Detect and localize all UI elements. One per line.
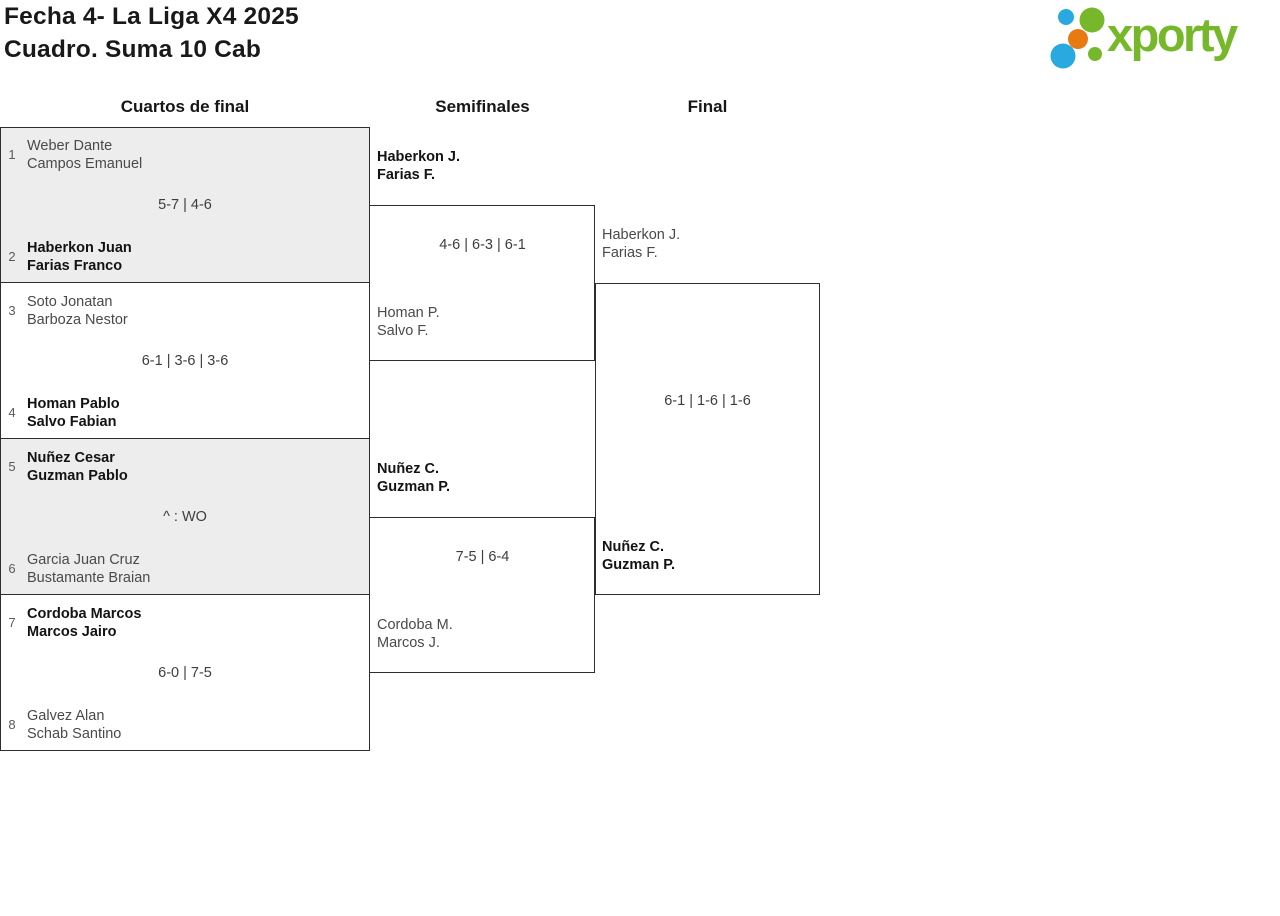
match-box-qf1[interactable]: [0, 127, 370, 283]
team-name: Cordoba M. Marcos J.: [377, 617, 453, 651]
xporty-logo[interactable]: xporty: [1045, 2, 1277, 74]
team-name: Galvez Alan Schab Santino: [27, 708, 122, 742]
team-name: Nuñez C. Guzman P.: [377, 461, 451, 495]
team-name: Soto Jonatan Barboza Nestor: [27, 294, 128, 328]
match-score: ^ : WO: [163, 509, 207, 525]
match-box-qf3[interactable]: [0, 439, 370, 595]
seed-number: 1: [8, 147, 16, 162]
team-name: Haberkon J. Farias F.: [602, 227, 681, 261]
dot-cluster-icon: [1050, 7, 1105, 69]
team-name: Cordoba Marcos Marcos Jairo: [27, 606, 142, 640]
match-score: 5-7 | 4-6: [158, 197, 212, 213]
team-name: Garcia Juan Cruz Bustamante Braian: [27, 552, 151, 586]
team-name: Haberkon Juan Farias Franco: [27, 240, 132, 274]
seed-number: 4: [8, 405, 16, 420]
seed-number: 2: [8, 249, 16, 264]
match-score: 6-1 | 1-6 | 1-6: [664, 393, 751, 409]
team-name: Weber Dante Campos Emanuel: [27, 138, 143, 172]
match-box-sf1[interactable]: [370, 205, 595, 361]
match-score: 4-6 | 6-3 | 6-1: [439, 237, 526, 253]
team-name: Nuñez Cesar Guzman Pablo: [27, 450, 128, 484]
seed-number: 6: [8, 561, 16, 576]
round-header-final: Final: [687, 97, 728, 116]
match-box-sf2[interactable]: [370, 517, 595, 673]
match-box-qf2[interactable]: [0, 283, 370, 439]
match-box-qf4[interactable]: [0, 595, 370, 751]
team-name: Nuñez C. Guzman P.: [602, 539, 676, 573]
logo-wordmark: xporty: [1107, 8, 1238, 61]
seed-number: 7: [8, 615, 16, 630]
page-title-line2: Cuadro. Suma 10 Cab: [4, 36, 262, 63]
round-header-cuartos: Cuartos de final: [120, 97, 250, 116]
match-box-final[interactable]: [595, 283, 820, 595]
team-name: Homan P. Salvo F.: [377, 305, 440, 339]
match-score: 7-5 | 6-4: [455, 549, 510, 565]
seed-number: 3: [8, 303, 16, 318]
team-name: Homan Pablo Salvo Fabian: [27, 396, 120, 430]
match-score: 6-0 | 7-5: [158, 665, 212, 681]
seed-number: 8: [8, 717, 16, 732]
team-name: Haberkon J. Farias F.: [377, 149, 460, 183]
match-score: 6-1 | 3-6 | 3-6: [141, 353, 229, 369]
seed-number: 5: [8, 459, 16, 474]
round-header-semifinales: Semifinales: [435, 97, 530, 116]
page-title-line1: Fecha 4- La Liga X4 2025: [4, 3, 299, 30]
